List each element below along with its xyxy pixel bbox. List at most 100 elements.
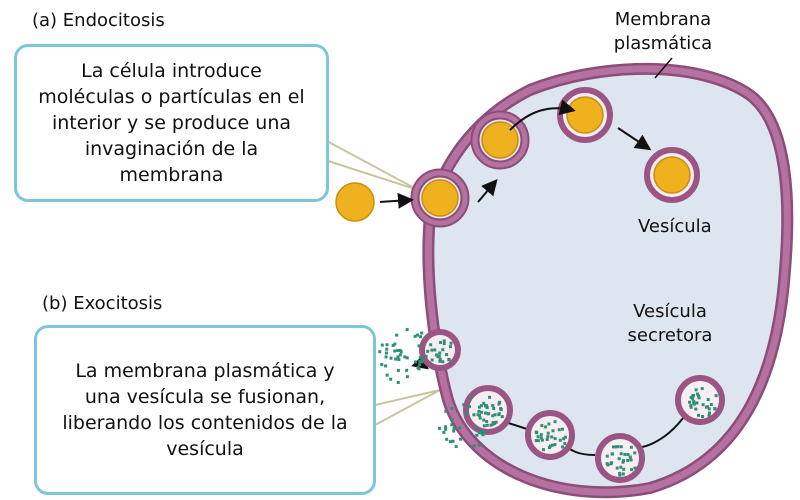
secretion-particle xyxy=(478,416,482,420)
secretion-particle xyxy=(448,345,452,349)
secretion-particle xyxy=(484,404,488,408)
secretion-particle xyxy=(707,413,711,417)
secretion-particle xyxy=(452,426,456,430)
secretion-particle xyxy=(491,421,495,425)
secretion-particle xyxy=(621,472,625,476)
secretion-particle xyxy=(380,363,384,367)
secretion-particle xyxy=(420,331,424,335)
secretion-particle xyxy=(485,423,489,427)
secretion-particle xyxy=(385,347,389,351)
secretion-particle xyxy=(553,443,557,447)
secretion-particle xyxy=(472,444,476,448)
secretion-particle xyxy=(396,369,400,373)
secretion-particle xyxy=(424,355,428,359)
secretion-particle xyxy=(450,406,454,410)
exocytosis-description-box: La membrana plasmática y una vesícula se… xyxy=(34,325,376,495)
secretion-particle xyxy=(445,353,449,357)
secretion-particle xyxy=(426,349,430,353)
secretion-particle xyxy=(553,420,557,424)
secretion-particle xyxy=(420,360,424,364)
secretion-particle xyxy=(622,467,626,471)
membrane-label-line1: Membrana xyxy=(614,9,712,30)
secretion-particle xyxy=(546,435,550,439)
exocytosis-title: (b) Exocitosis xyxy=(42,293,163,314)
secretion-particle xyxy=(633,466,637,470)
secretion-particle xyxy=(441,348,445,352)
secretion-particle xyxy=(396,381,400,385)
secretion-particle xyxy=(541,448,545,452)
secretion-particle xyxy=(481,430,485,434)
secretion-particle xyxy=(544,425,548,429)
secretion-particle xyxy=(478,413,482,417)
secretion-particle xyxy=(441,360,445,364)
secretion-particle xyxy=(491,414,495,418)
secretion-particle xyxy=(619,445,623,449)
secretion-particle xyxy=(451,439,455,443)
secretion-particle xyxy=(491,422,495,426)
secretion-particle xyxy=(449,341,453,345)
secretion-particle xyxy=(480,429,484,433)
secretion-particle xyxy=(609,461,613,465)
secretion-particle xyxy=(714,394,718,398)
secretion-particle xyxy=(437,354,441,358)
secretion-particle xyxy=(563,435,567,439)
secretion-particle xyxy=(485,420,489,424)
secretion-particle xyxy=(614,445,618,449)
secretion-particle xyxy=(536,435,540,439)
secretion-particle xyxy=(438,351,442,355)
secretion-particle xyxy=(454,445,458,449)
secretion-particle xyxy=(563,441,567,445)
secretion-particle xyxy=(626,453,630,457)
secretion-particle xyxy=(619,465,623,469)
secretion-particle xyxy=(434,353,438,357)
secretion-particle xyxy=(403,355,407,359)
secretion-particle xyxy=(689,403,693,407)
secretion-particle xyxy=(630,468,634,472)
secretion-particle xyxy=(619,452,623,456)
secretory-label-line2: secretora xyxy=(627,325,713,346)
secretion-particle xyxy=(617,457,621,461)
secretion-particle xyxy=(701,415,705,419)
secretion-particle xyxy=(405,356,409,360)
secretion-particle xyxy=(380,343,384,347)
secretion-particle xyxy=(697,394,701,398)
secretion-particle xyxy=(547,422,551,426)
secretion-particle xyxy=(444,409,448,413)
secretion-particle xyxy=(489,423,493,427)
secretion-particle xyxy=(396,349,400,353)
secretion-particle xyxy=(689,405,693,409)
secretion-particle xyxy=(694,388,698,392)
secretion-particle xyxy=(448,440,452,444)
secretion-particle xyxy=(694,407,698,411)
secretion-particle xyxy=(700,387,704,391)
secretion-particle xyxy=(500,415,504,419)
secretion-particle xyxy=(539,433,543,437)
secretion-particle xyxy=(469,395,473,399)
secretion-particle xyxy=(623,452,627,456)
secretion-particle xyxy=(633,451,637,455)
secretion-particle xyxy=(548,444,552,448)
secretion-particle xyxy=(405,328,409,332)
secretion-particle xyxy=(418,356,422,360)
secretion-particle xyxy=(497,402,501,406)
vesicle-label: Vesícula xyxy=(638,216,712,237)
secretion-particle xyxy=(622,459,626,463)
secretion-particle xyxy=(389,356,393,360)
secretion-particle xyxy=(492,406,496,410)
secretion-particle xyxy=(384,355,388,359)
secretion-particle xyxy=(450,423,454,427)
secretion-particle xyxy=(498,400,502,404)
secretion-particle xyxy=(393,342,397,346)
secretion-particle xyxy=(618,471,622,475)
secretion-particle xyxy=(479,404,483,408)
secretion-particle xyxy=(494,420,498,424)
secretion-particle xyxy=(437,426,441,430)
secretion-particle xyxy=(713,407,717,411)
secretion-particle xyxy=(395,333,399,337)
secretion-particle xyxy=(477,405,481,409)
secretion-particle xyxy=(689,395,693,399)
secretion-particle xyxy=(546,431,550,435)
secretion-particle xyxy=(438,357,442,361)
secretion-particle xyxy=(539,436,543,440)
secretion-particle xyxy=(536,439,540,443)
